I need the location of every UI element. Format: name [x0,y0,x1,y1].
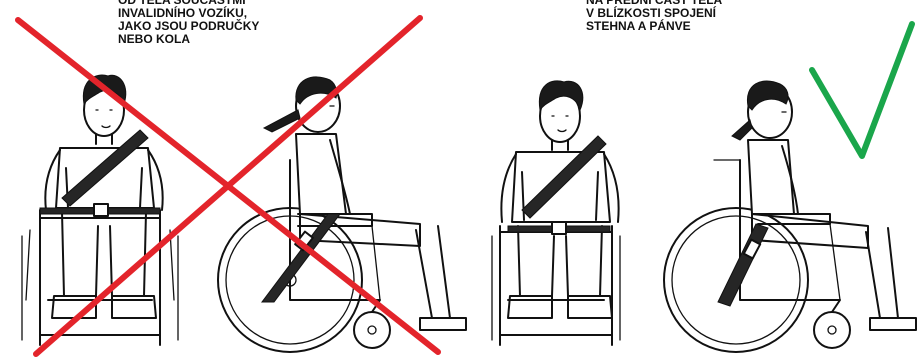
figure-side-incorrect [218,77,466,352]
green-check-mark-icon [812,24,912,156]
figure-front-correct [492,81,620,345]
figure-front-incorrect [22,75,178,345]
